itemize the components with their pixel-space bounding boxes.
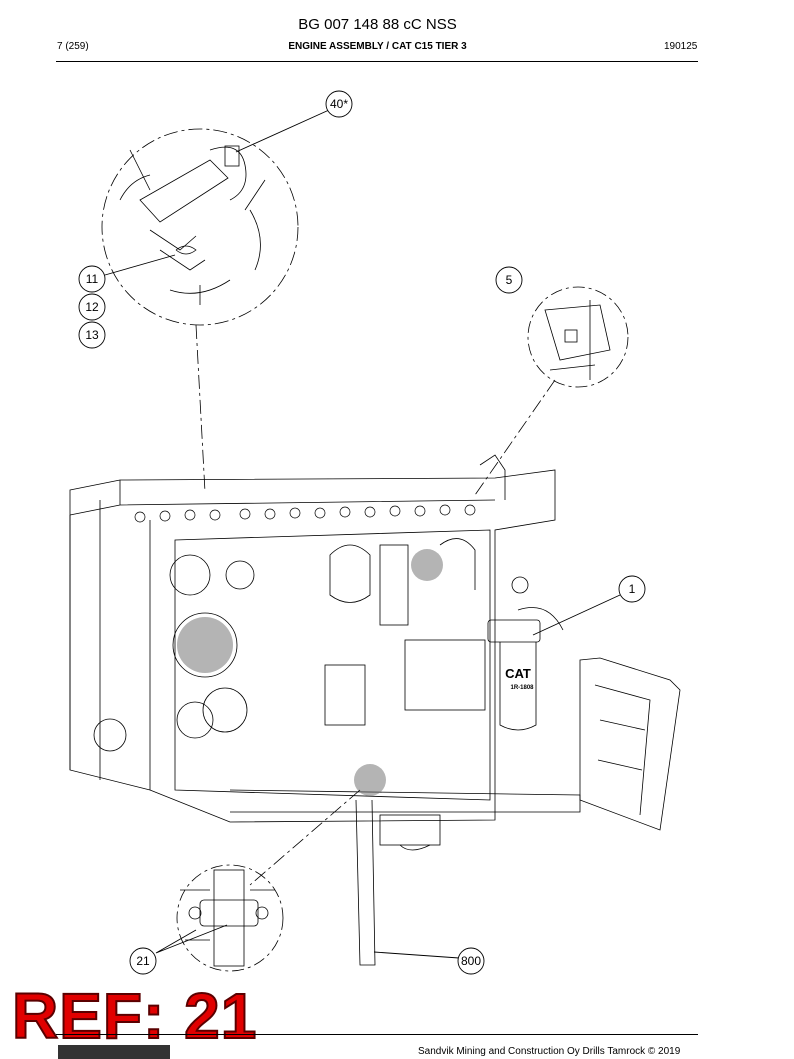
svg-text:40*: 40* xyxy=(330,97,348,111)
reference-stamp: REF: 21 xyxy=(11,980,258,1052)
callout-12: 12 xyxy=(78,293,106,321)
footer-divider xyxy=(56,1034,698,1035)
header-divider xyxy=(56,61,698,62)
svg-text:12: 12 xyxy=(85,300,99,314)
svg-text:800: 800 xyxy=(461,954,481,968)
engine-main-view xyxy=(69,454,681,966)
callout-40: 40* xyxy=(325,90,353,118)
svg-text:1: 1 xyxy=(629,582,636,596)
detail-view-fitting xyxy=(527,286,629,388)
callout-13: 13 xyxy=(78,321,106,349)
filter-part-label: 1R-1808 xyxy=(510,685,534,691)
footer-copyright: Sandvik Mining and Construction Oy Drill… xyxy=(418,1046,681,1057)
detail-connectors xyxy=(195,324,556,886)
revision-code: 190125 xyxy=(664,41,698,52)
page-number: 7 (259) xyxy=(57,41,89,52)
callout-11: 11 xyxy=(78,265,106,293)
filter-brand-label: CAT xyxy=(505,666,531,681)
callout-1: 1 xyxy=(618,575,646,603)
svg-text:11: 11 xyxy=(86,272,99,286)
svg-text:5: 5 xyxy=(506,273,513,287)
section-title: ENGINE ASSEMBLY / CAT C15 TIER 3 xyxy=(288,41,467,52)
svg-text:21: 21 xyxy=(136,954,150,968)
detail-view-clamp xyxy=(176,864,284,972)
leader-lines xyxy=(104,109,621,959)
document-number: BG 007 148 88 cC NSS xyxy=(298,16,457,33)
callout-21: 21 xyxy=(129,947,157,975)
svg-text:13: 13 xyxy=(85,328,99,342)
detail-view-injector xyxy=(101,128,299,326)
company-logo xyxy=(58,1045,170,1059)
callout-5: 5 xyxy=(495,266,523,294)
callout-800: 800 xyxy=(457,947,485,975)
